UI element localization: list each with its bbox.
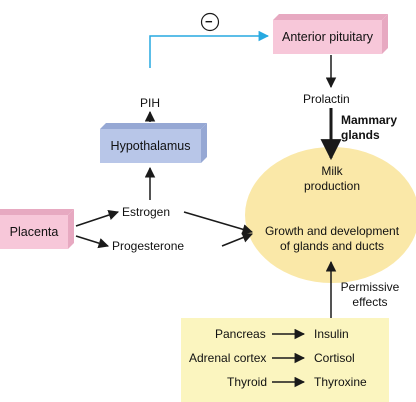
permissive-effects-label: Permissive effects — [340, 280, 400, 309]
insulin-label: Insulin — [314, 327, 349, 341]
estrogen-label: Estrogen — [122, 205, 171, 219]
placenta-box-shape — [0, 209, 74, 249]
hypothalamus-label: Hypothalamus — [110, 139, 191, 153]
progesterone-label: Progesterone — [112, 239, 185, 253]
arrow-placenta-to-estrogen — [75, 210, 119, 227]
pih-label: PIH — [140, 96, 161, 110]
hypothalamus-box-shape — [100, 123, 207, 163]
pancreas-label: Pancreas — [215, 327, 266, 341]
arrow-progesterone-to-growth — [221, 232, 253, 247]
thyroxine-label: Thyroxine — [314, 375, 367, 389]
anterior-pituitary-box-shape — [273, 14, 388, 54]
growth-development-label: Growth and development of glands and duc… — [264, 224, 400, 253]
cortisol-label: Cortisol — [314, 351, 355, 365]
mammary-target-ellipse — [245, 147, 416, 283]
mammary-glands-label: Mammary glands — [341, 113, 398, 142]
prolactin-label: Prolactin — [303, 92, 350, 106]
permissive-hormones-panel — [181, 318, 389, 402]
arrow-placenta-to-progesterone — [75, 235, 110, 249]
inhibition-circle — [200, 12, 220, 32]
thyroid-label: Thyroid — [227, 375, 268, 389]
inhibit-symbol: − — [205, 14, 213, 29]
placenta-label: Placenta — [9, 225, 59, 239]
pih-inhibition-line — [149, 30, 270, 68]
anterior-pituitary-label: Anterior pituitary — [281, 30, 373, 44]
milk-production-label: Milk production — [303, 164, 361, 193]
arrow-estrogen-to-growth — [183, 211, 254, 235]
adrenal-cortex-label: Adrenal cortex — [189, 351, 267, 365]
